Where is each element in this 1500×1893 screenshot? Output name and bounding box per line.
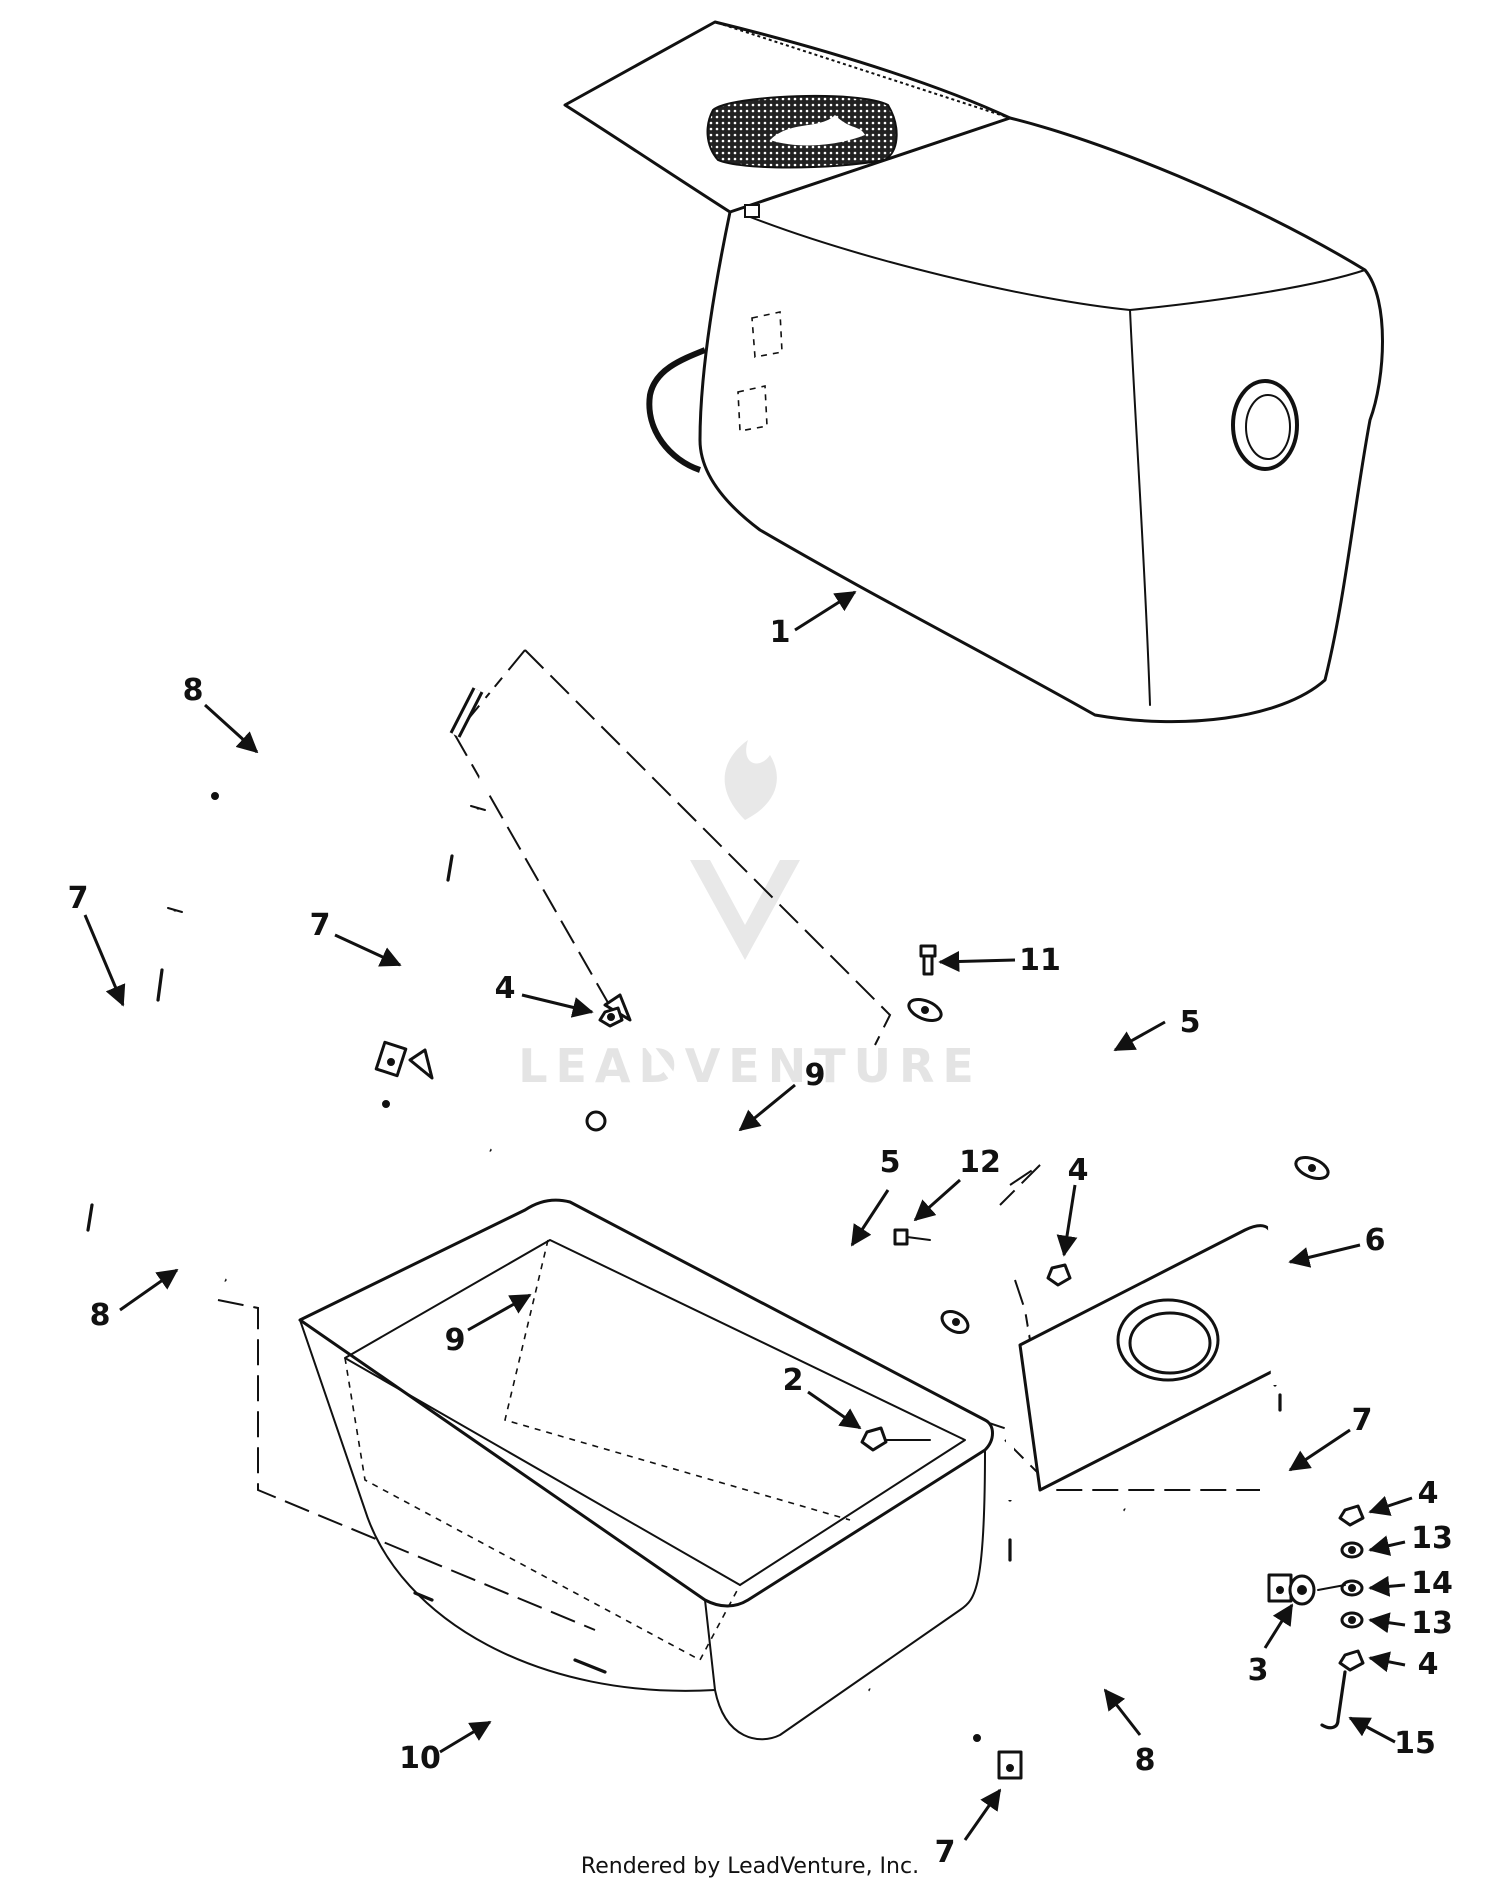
callout-c4a: 4 xyxy=(495,971,594,1018)
callout-c9b: 9 xyxy=(445,1293,532,1358)
callout-c9a: 9 xyxy=(738,1058,826,1132)
svg-text:4: 4 xyxy=(1418,1647,1439,1682)
svg-text:14: 14 xyxy=(1411,1566,1453,1601)
svg-text:8: 8 xyxy=(90,1298,111,1333)
callout-c7a: 7 xyxy=(68,881,126,1007)
part-nut-4-upper xyxy=(598,1006,624,1028)
callout-c10: 10 xyxy=(399,1720,492,1776)
callout-c14: 14 xyxy=(1368,1566,1453,1601)
callout-c7d: 7 xyxy=(935,1788,1002,1870)
callout-c2: 2 xyxy=(783,1363,862,1430)
callout-c12: 12 xyxy=(913,1145,1001,1222)
svg-text:9: 9 xyxy=(805,1058,826,1093)
part-nut-2 xyxy=(860,1426,931,1452)
callouts: 1 8 7 7 4 11 5 9 xyxy=(68,590,1453,1870)
callout-c6: 6 xyxy=(1288,1223,1386,1268)
svg-text:8: 8 xyxy=(1135,1743,1156,1778)
callout-c4c: 4 xyxy=(1368,1476,1439,1516)
callout-c8a: 8 xyxy=(183,673,259,754)
part-brace-upper xyxy=(907,998,1330,1180)
part-rod-mid xyxy=(374,854,454,1078)
svg-text:11: 11 xyxy=(1019,943,1061,978)
part-bolt-12 xyxy=(893,1228,931,1246)
svg-text:7: 7 xyxy=(68,881,89,916)
part-handle-lower-left xyxy=(127,1091,492,1284)
part-grass-bag xyxy=(563,20,1384,724)
callout-c7c: 7 xyxy=(1288,1403,1373,1472)
part-rod-lower-right xyxy=(1267,1393,1293,1603)
callout-c4d: 4 xyxy=(1368,1647,1439,1682)
svg-text:7: 7 xyxy=(935,1835,956,1870)
callout-c11: 11 xyxy=(938,943,1061,978)
part-rod-10 xyxy=(413,1591,607,1674)
footer-credit: Rendered by LeadVenture, Inc. xyxy=(581,1854,919,1879)
svg-text:13: 13 xyxy=(1411,1521,1453,1556)
callout-c3: 3 xyxy=(1248,1603,1294,1688)
callout-c7b: 7 xyxy=(310,908,402,967)
svg-text:15: 15 xyxy=(1394,1726,1436,1761)
watermark: LEADVENTURE xyxy=(518,740,982,1093)
svg-text:5: 5 xyxy=(880,1145,901,1180)
watermark-text: LEADVENTURE xyxy=(518,1039,982,1093)
part-nut-4-mid xyxy=(1046,1263,1072,1287)
callout-c5a: 5 xyxy=(1113,1005,1201,1052)
svg-text:4: 4 xyxy=(1068,1153,1089,1188)
svg-text:7: 7 xyxy=(1352,1403,1373,1438)
svg-text:10: 10 xyxy=(399,1741,441,1776)
watermark-logo-icon xyxy=(690,740,800,960)
svg-text:4: 4 xyxy=(1418,1476,1439,1511)
part-rod-lower-mid xyxy=(997,1538,1023,1780)
svg-text:2: 2 xyxy=(783,1363,804,1398)
callout-c4b: 4 xyxy=(1056,1153,1089,1257)
svg-text:3: 3 xyxy=(1248,1653,1269,1688)
callout-c15: 15 xyxy=(1348,1716,1436,1761)
svg-text:6: 6 xyxy=(1365,1223,1386,1258)
callout-c13a: 13 xyxy=(1368,1521,1453,1556)
svg-text:1: 1 xyxy=(770,615,791,650)
callout-c13b: 13 xyxy=(1368,1606,1453,1641)
part-brace-9-short xyxy=(585,1110,970,1334)
svg-text:5: 5 xyxy=(1180,1005,1201,1040)
svg-text:13: 13 xyxy=(1411,1606,1453,1641)
part-back-panel xyxy=(1006,1205,1279,1502)
svg-text:12: 12 xyxy=(959,1145,1001,1180)
svg-text:4: 4 xyxy=(495,971,516,1006)
svg-text:8: 8 xyxy=(183,673,204,708)
part-bolt-11 xyxy=(919,944,937,976)
part-handle-lower-right xyxy=(868,1506,1244,1744)
part-hardware-stack xyxy=(1288,1504,1365,1730)
svg-text:9: 9 xyxy=(445,1323,466,1358)
callout-c8b: 8 xyxy=(90,1268,179,1333)
callout-c5b: 5 xyxy=(850,1145,901,1247)
callout-c8c: 8 xyxy=(1103,1688,1156,1778)
part-tray xyxy=(298,1198,994,1741)
part-rod-left xyxy=(86,968,164,1232)
part-handle-upper xyxy=(167,684,501,913)
callout-c1: 1 xyxy=(770,590,857,650)
svg-text:7: 7 xyxy=(310,908,331,943)
